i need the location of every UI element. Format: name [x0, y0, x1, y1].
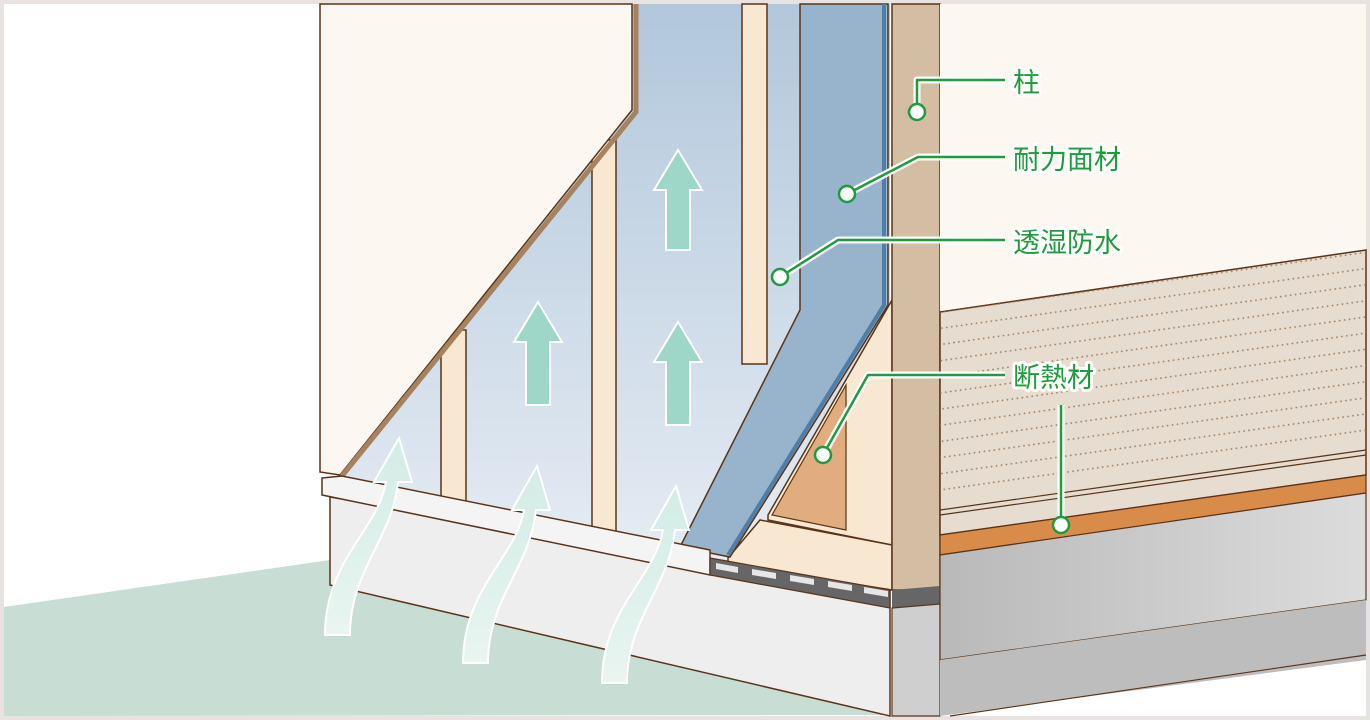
- siding-line: [939, 449, 1367, 511]
- leader-panel: [846, 155, 1005, 196]
- curved-arrow-up-icon: [600, 483, 691, 684]
- panel-edge: [340, 4, 639, 478]
- ground-line: [949, 654, 1367, 717]
- label-column: 柱: [1013, 68, 1040, 99]
- membrane-board: [678, 3, 889, 558]
- column-base: [892, 586, 940, 608]
- insulation-fill: [771, 382, 847, 531]
- label-insulation: 断熱材: [1013, 363, 1094, 394]
- ground: [4, 560, 890, 716]
- stud: [741, 3, 768, 365]
- leader-membrane: [779, 238, 1005, 279]
- stud: [591, 139, 617, 536]
- label-breathable-membrane: 透湿防水: [1013, 228, 1121, 259]
- arrow-up-icon: [652, 148, 704, 251]
- foundation-lower: [940, 600, 1366, 716]
- curved-arrow-up-icon: [461, 463, 552, 664]
- foundation-corner: [891, 603, 941, 717]
- arrow-up-icon: [512, 300, 564, 406]
- vent-slots: [716, 563, 888, 597]
- airflow-arrows: [512, 148, 704, 426]
- leader-insulation: [821, 373, 1005, 456]
- leader-dots: [770, 102, 1071, 535]
- interior-wall-panel: [319, 3, 633, 476]
- membrane-edge: [726, 4, 886, 557]
- leader-lines: [778, 76, 1065, 525]
- curved-arrow-up-icon: [323, 435, 414, 636]
- stud: [440, 329, 467, 506]
- intake-arrows: [323, 435, 691, 684]
- label-structural-panel: 耐力面材: [1013, 145, 1121, 176]
- upper-wall: [940, 4, 1366, 312]
- arrow-up-icon: [652, 320, 704, 426]
- siding-line: [939, 454, 1367, 516]
- siding-texture: [940, 250, 1366, 500]
- leader-column: [915, 78, 1005, 112]
